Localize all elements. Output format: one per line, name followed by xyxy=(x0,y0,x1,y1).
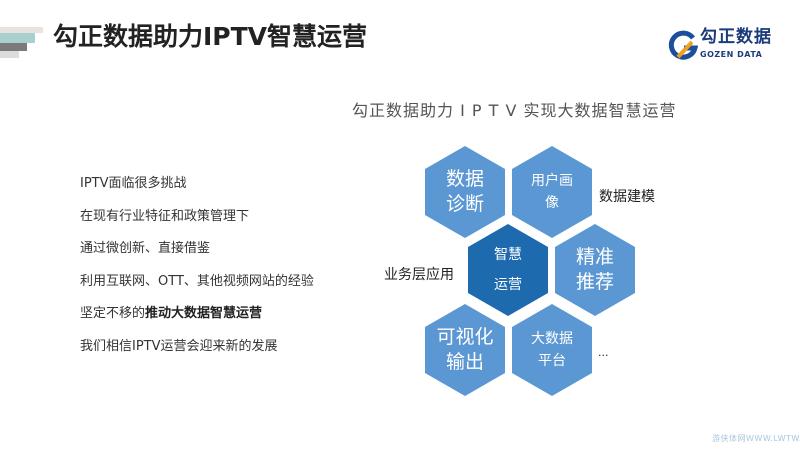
hex-line: 可视化 xyxy=(436,326,494,348)
gozen-logo-icon xyxy=(668,30,698,60)
hex-bigdata-platform: 大数据平台 xyxy=(512,304,592,396)
decor-stripe xyxy=(0,43,27,51)
hex-data-diagnosis: 数据诊断 xyxy=(425,146,505,238)
list-item: 在现有行业特征和政策管理下 xyxy=(80,208,250,224)
hex-line: 运营 xyxy=(494,277,522,293)
page-title: 勾正数据助力IPTV智慧运营 xyxy=(53,22,368,51)
logo: 勾正数据 GOZEN DATA xyxy=(668,28,792,64)
hex-precise-recommend: 精准推荐 xyxy=(555,224,635,316)
list-item: 利用互联网、OTT、其他视频网站的经验 xyxy=(80,273,314,289)
list-item: IPTV面临很多挑战 xyxy=(80,176,187,191)
logo-cn: 勾正数据 xyxy=(700,27,772,47)
list-item-prefix: 坚定不移的 xyxy=(80,306,146,321)
list-item: 通过微创新、直接借鉴 xyxy=(80,241,211,256)
label-business-app: 业务层应用 xyxy=(384,267,454,283)
label-data-modeling: 数据建模 xyxy=(599,189,655,205)
hex-line: 精准 xyxy=(575,246,614,268)
subtitle: 勾正数据助力 I P T V 实现大数据智慧运营 xyxy=(352,101,677,120)
hex-visual-output: 可视化输出 xyxy=(425,304,505,396)
list-item: 我们相信IPTV运营会迎来新的发展 xyxy=(80,338,278,354)
hex-line: 诊断 xyxy=(445,193,484,215)
hex-line: 输出 xyxy=(445,351,484,373)
hex-smart-operation: 智慧运营 xyxy=(468,224,548,316)
hex-line: 像 xyxy=(545,195,559,211)
hex-line: 推荐 xyxy=(575,271,614,293)
decor-stripe xyxy=(0,51,19,58)
hex-line: 平台 xyxy=(538,353,566,369)
decor-stripe xyxy=(0,27,43,33)
watermark: 游侠体网WWW.LWTW.COM xyxy=(712,434,800,443)
hex-user-profile: 用户画像 xyxy=(512,146,592,238)
hex-line: 大数据 xyxy=(531,331,573,347)
decor-stripe xyxy=(0,33,35,43)
list-item-bold: 推动大数据智慧运营 xyxy=(145,306,263,321)
hex-line: 智慧 xyxy=(494,247,522,263)
label-more: ... xyxy=(598,346,609,359)
hex-line: 用户画 xyxy=(531,173,573,189)
points-list: IPTV面临很多挑战 在现有行业特征和政策管理下 通过微创新、直接借鉴 利用互联… xyxy=(80,175,314,370)
logo-en: GOZEN DATA xyxy=(700,50,763,59)
hex-line: 数据 xyxy=(445,168,484,190)
list-item: 坚定不移的推动大数据智慧运营 xyxy=(80,305,314,338)
